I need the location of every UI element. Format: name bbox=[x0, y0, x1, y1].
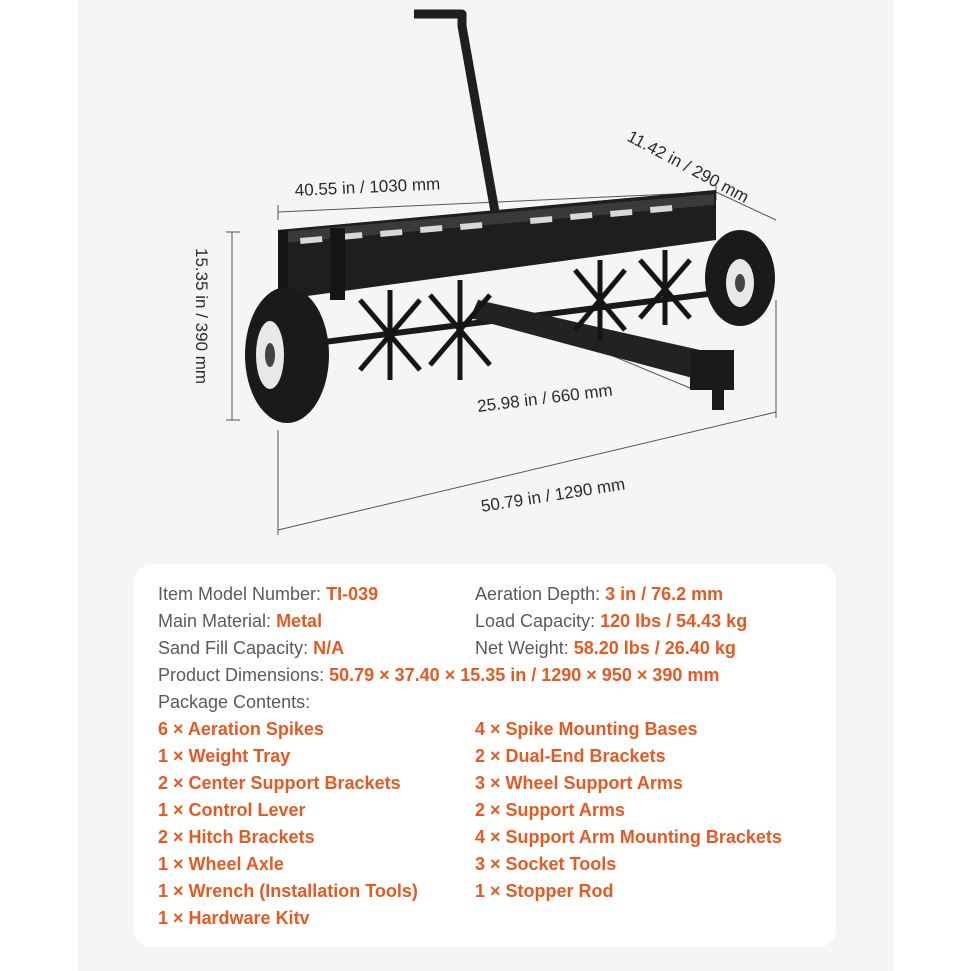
package-item: 1 × Stopper Rod bbox=[475, 881, 614, 901]
spec-load-label: Load Capacity: bbox=[475, 611, 596, 631]
spec-card bbox=[134, 564, 836, 947]
spec-sand-label: Sand Fill Capacity: bbox=[158, 638, 309, 658]
package-item: 1 × Hardware Kitv bbox=[158, 908, 310, 928]
package-item: 3 × Wheel Support Arms bbox=[475, 773, 683, 793]
package-item: 2 × Hitch Brackets bbox=[158, 827, 315, 847]
package-item: 1 × Wheel Axle bbox=[158, 854, 284, 874]
spec-dimensions: Product Dimensions: 50.79 × 37.40 × 15.3… bbox=[158, 664, 719, 686]
package-item: 1 × Control Lever bbox=[158, 800, 306, 820]
dim-height: 15.35 in / 390 mm bbox=[192, 248, 211, 384]
package-item: 2 × Dual-End Brackets bbox=[475, 746, 666, 766]
package-item: 4 × Spike Mounting Bases bbox=[475, 719, 698, 739]
dim-width-top: 40.55 in / 1030 mm bbox=[294, 174, 440, 200]
spec-material-label: Main Material: bbox=[158, 611, 272, 631]
package-item: 4 × Support Arm Mounting Brackets bbox=[475, 827, 782, 847]
spec-model-label: Item Model Number: bbox=[158, 584, 322, 604]
spec-material: Main Material: Metal bbox=[158, 610, 322, 632]
package-contents-label: Package Contents: bbox=[158, 692, 311, 712]
package-item: 1 × Wrench (Installation Tools) bbox=[158, 881, 418, 901]
spec-model-value: TI-039 bbox=[326, 584, 379, 604]
spec-dimensions-value: 50.79 × 37.40 × 15.35 in / 1290 × 950 × … bbox=[329, 665, 720, 685]
spec-depth: Aeration Depth: 3 in / 76.2 mm bbox=[475, 583, 723, 605]
spec-material-value: Metal bbox=[276, 611, 323, 631]
spec-dimensions-label: Product Dimensions: bbox=[158, 665, 325, 685]
product-drawing: 40.55 in / 1030 mm 11.42 in / 290 mm 15.… bbox=[192, 9, 777, 535]
spec-depth-label: Aeration Depth: bbox=[475, 584, 601, 604]
package-item: 3 × Socket Tools bbox=[475, 854, 617, 874]
spec-weight-value: 58.20 lbs / 26.40 kg bbox=[573, 638, 736, 658]
spec-model: Item Model Number: TI-039 bbox=[158, 583, 378, 605]
spec-load: Load Capacity: 120 lbs / 54.43 kg bbox=[475, 610, 747, 632]
package-item: 1 × Weight Tray bbox=[158, 746, 291, 766]
spec-weight-label: Net Weight: bbox=[475, 638, 569, 658]
package-item: 2 × Center Support Brackets bbox=[158, 773, 401, 793]
dim-axle-width: 25.98 in / 660 mm bbox=[476, 381, 613, 416]
spec-weight: Net Weight: 58.20 lbs / 26.40 kg bbox=[475, 637, 736, 659]
spec-depth-value: 3 in / 76.2 mm bbox=[605, 584, 724, 604]
spec-load-value: 120 lbs / 54.43 kg bbox=[600, 611, 748, 631]
dim-overall-length: 50.79 in / 1290 mm bbox=[480, 474, 627, 516]
package-item: 2 × Support Arms bbox=[475, 800, 625, 820]
package-item: 6 × Aeration Spikes bbox=[158, 719, 324, 739]
spec-sand-value: N/A bbox=[313, 638, 345, 658]
spec-sand: Sand Fill Capacity: N/A bbox=[158, 637, 344, 659]
